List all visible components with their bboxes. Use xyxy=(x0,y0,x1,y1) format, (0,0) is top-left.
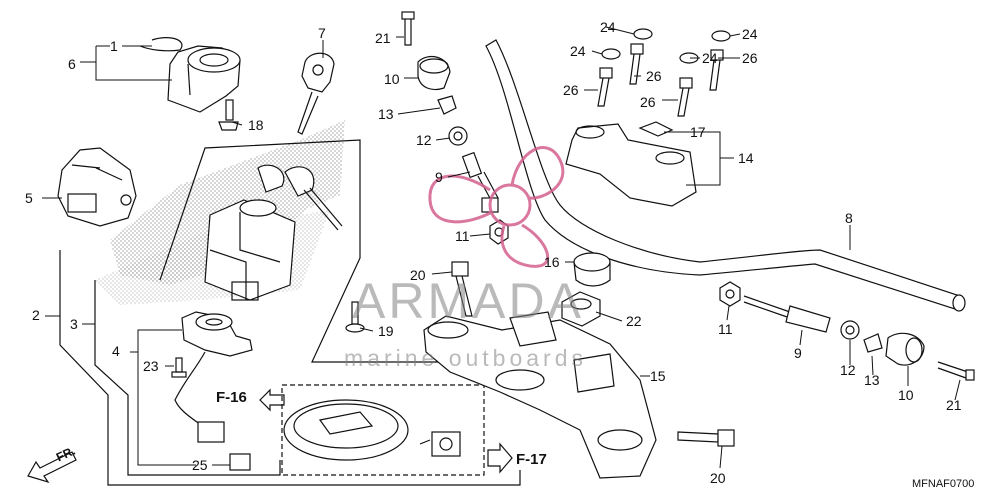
label-part-4: 4 xyxy=(112,343,120,359)
label-part-10-right: 10 xyxy=(898,387,914,403)
label-part-10-left: 10 xyxy=(384,71,400,87)
label-part-6: 6 xyxy=(68,56,76,72)
switch-assembly-5 xyxy=(57,147,137,227)
label-part-17: 17 xyxy=(690,124,706,140)
screw-21-right xyxy=(937,361,975,381)
handlebar-holder-14 xyxy=(565,123,697,207)
rod-9-right xyxy=(743,295,831,333)
caps-and-bolts xyxy=(597,28,731,117)
label-part-26-c: 26 xyxy=(563,82,579,98)
nut-11-right xyxy=(719,281,741,307)
label-part-9-right: 9 xyxy=(794,345,802,361)
nut-22 xyxy=(561,291,601,327)
top-bridge-15 xyxy=(423,311,657,479)
rod-9-left xyxy=(461,151,499,213)
label-part-11-right: 11 xyxy=(718,321,733,337)
label-part-13-right: 13 xyxy=(864,372,880,388)
ignition-key xyxy=(297,52,335,135)
label-part-21-right: 21 xyxy=(946,397,962,413)
ignition-switch-cover xyxy=(167,45,241,113)
screw-18 xyxy=(218,99,239,131)
label-part-13-left: 13 xyxy=(378,106,394,122)
label-part-22: 22 xyxy=(626,313,642,329)
fuel-cap-box xyxy=(281,384,485,476)
label-part-3: 3 xyxy=(70,316,78,332)
screw-23 xyxy=(171,357,187,378)
label-part-24-b: 24 xyxy=(742,26,758,42)
bolt-20-upper xyxy=(451,261,473,317)
plate-17 xyxy=(638,121,674,137)
label-part-14: 14 xyxy=(738,150,754,166)
label-part-9-left: 9 xyxy=(435,169,443,185)
label-part-24-c: 24 xyxy=(570,43,586,59)
label-part-1: 1 xyxy=(110,38,118,54)
fuel-cap xyxy=(283,399,409,461)
bolt-19 xyxy=(345,301,365,333)
outline-box-2 xyxy=(59,250,521,486)
label-part-11-left: 11 xyxy=(455,228,470,244)
arrow-f17 xyxy=(487,442,513,474)
leader-lines xyxy=(42,26,961,469)
screw-21-top xyxy=(401,11,415,46)
stipple-shading xyxy=(110,120,345,285)
label-part-8: 8 xyxy=(845,210,853,226)
label-part-26-a: 26 xyxy=(646,68,662,84)
label-part-24-a: 24 xyxy=(600,19,616,35)
label-part-12-left: 12 xyxy=(416,132,432,148)
label-part-20-lower: 20 xyxy=(710,470,726,486)
label-part-2: 2 xyxy=(32,307,40,323)
reference-f16: F-16 xyxy=(216,389,247,406)
label-part-12-right: 12 xyxy=(840,362,856,378)
label-part-26-d: 26 xyxy=(640,94,656,110)
label-part-5: 5 xyxy=(25,190,33,206)
handlebar xyxy=(485,39,966,312)
outline-box-3 xyxy=(94,280,281,476)
label-part-15: 15 xyxy=(650,368,666,384)
bolt-20-lower xyxy=(677,429,735,447)
watermark-logo xyxy=(428,146,565,268)
arrow-f16 xyxy=(259,388,285,412)
label-part-25: 25 xyxy=(192,457,208,473)
collar-12-left xyxy=(448,126,468,146)
reference-f17: F-17 xyxy=(516,451,547,468)
bar-end-weight-right xyxy=(885,332,925,366)
fuel-cap-lock xyxy=(419,431,461,457)
ignition-switch-assembly xyxy=(204,164,343,301)
clip-13-right xyxy=(863,333,883,353)
diagram-code: MFNAF0700 xyxy=(912,478,975,490)
label-part-7: 7 xyxy=(318,25,326,41)
label-part-16: 16 xyxy=(544,254,560,270)
bar-end-weight-left xyxy=(417,55,451,91)
label-part-26-b: 26 xyxy=(742,50,758,66)
connector-25 xyxy=(197,421,251,471)
label-part-21-top: 21 xyxy=(375,30,391,46)
label-part-19: 19 xyxy=(378,323,394,339)
clip-13-left xyxy=(437,95,457,115)
switch-assembly-4 xyxy=(174,311,253,429)
watermark-brand: ARMADA xyxy=(352,273,584,329)
label-part-20-upper: 20 xyxy=(410,267,426,283)
watermark-tagline: marine outboards xyxy=(344,345,587,371)
label-part-24-d: 24 xyxy=(702,50,718,66)
label-part-23: 23 xyxy=(143,358,159,374)
label-part-18: 18 xyxy=(248,117,264,133)
snap-ring xyxy=(139,37,183,52)
collar-12-right xyxy=(840,320,860,340)
front-arrow xyxy=(27,451,77,484)
